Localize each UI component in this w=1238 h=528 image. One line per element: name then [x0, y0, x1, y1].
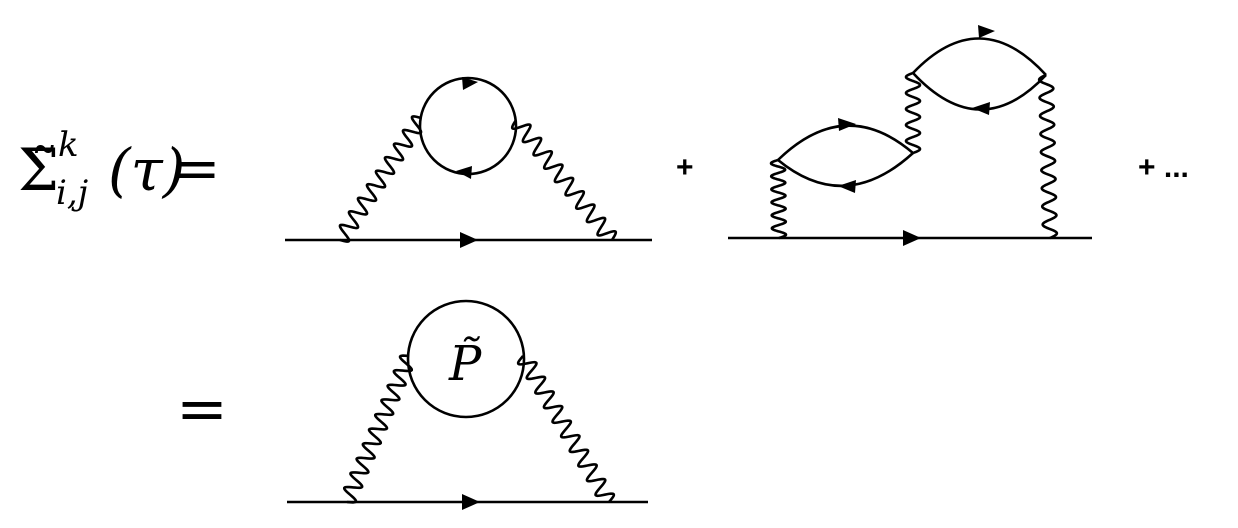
plus-sign: +: [676, 151, 694, 184]
bubble-2-arrow-bottom: [972, 102, 990, 115]
sigma-tilde-symbol: Σ̃: [18, 136, 59, 204]
photon-line-2-left: [769, 158, 788, 240]
self-energy-label: Σ̃ k i,j (τ): [18, 125, 185, 213]
photon-line-3-right: [516, 355, 616, 503]
polarization-label: P̃: [448, 334, 482, 392]
argument-tau: (τ): [108, 136, 185, 204]
photon-line-2-right: [1037, 73, 1059, 240]
equals-sign-top: =: [172, 134, 221, 202]
polarization-bubble: [418, 76, 518, 176]
bubble-1-arrow-top: [838, 118, 856, 131]
bubble-2-upper: [912, 37, 1047, 76]
diagram-two-bubbles: [728, 25, 1092, 246]
fermion-arrow-3: [462, 494, 480, 510]
bubble-2-arrow-top: [978, 25, 995, 38]
diagram-single-bubble: [285, 76, 652, 248]
polarization-circle: [406, 299, 526, 419]
plus-ellipsis: + ...: [1138, 151, 1189, 184]
bubble-1-arrow-bottom: [838, 180, 856, 193]
fermion-arrow-2: [903, 230, 921, 246]
superscript-k: k: [58, 125, 79, 165]
bubble-arrow-bottom: [456, 166, 472, 179]
photon-line-2-middle: [904, 71, 922, 155]
equals-sign-bottom: =: [176, 372, 228, 445]
photon-line-left: [338, 115, 423, 243]
bubble-1-upper: [777, 124, 914, 161]
diagram-dressed-polarization: P̃: [287, 299, 648, 510]
bubble-arrow-top: [462, 77, 478, 90]
photon-line-right: [510, 119, 618, 241]
photon-line-3-left: [342, 354, 414, 504]
subscript-ij: i,j: [56, 173, 89, 213]
fermion-arrow: [460, 232, 478, 248]
bubble-2-lower: [912, 72, 1047, 111]
bubble-1-lower: [777, 152, 914, 188]
